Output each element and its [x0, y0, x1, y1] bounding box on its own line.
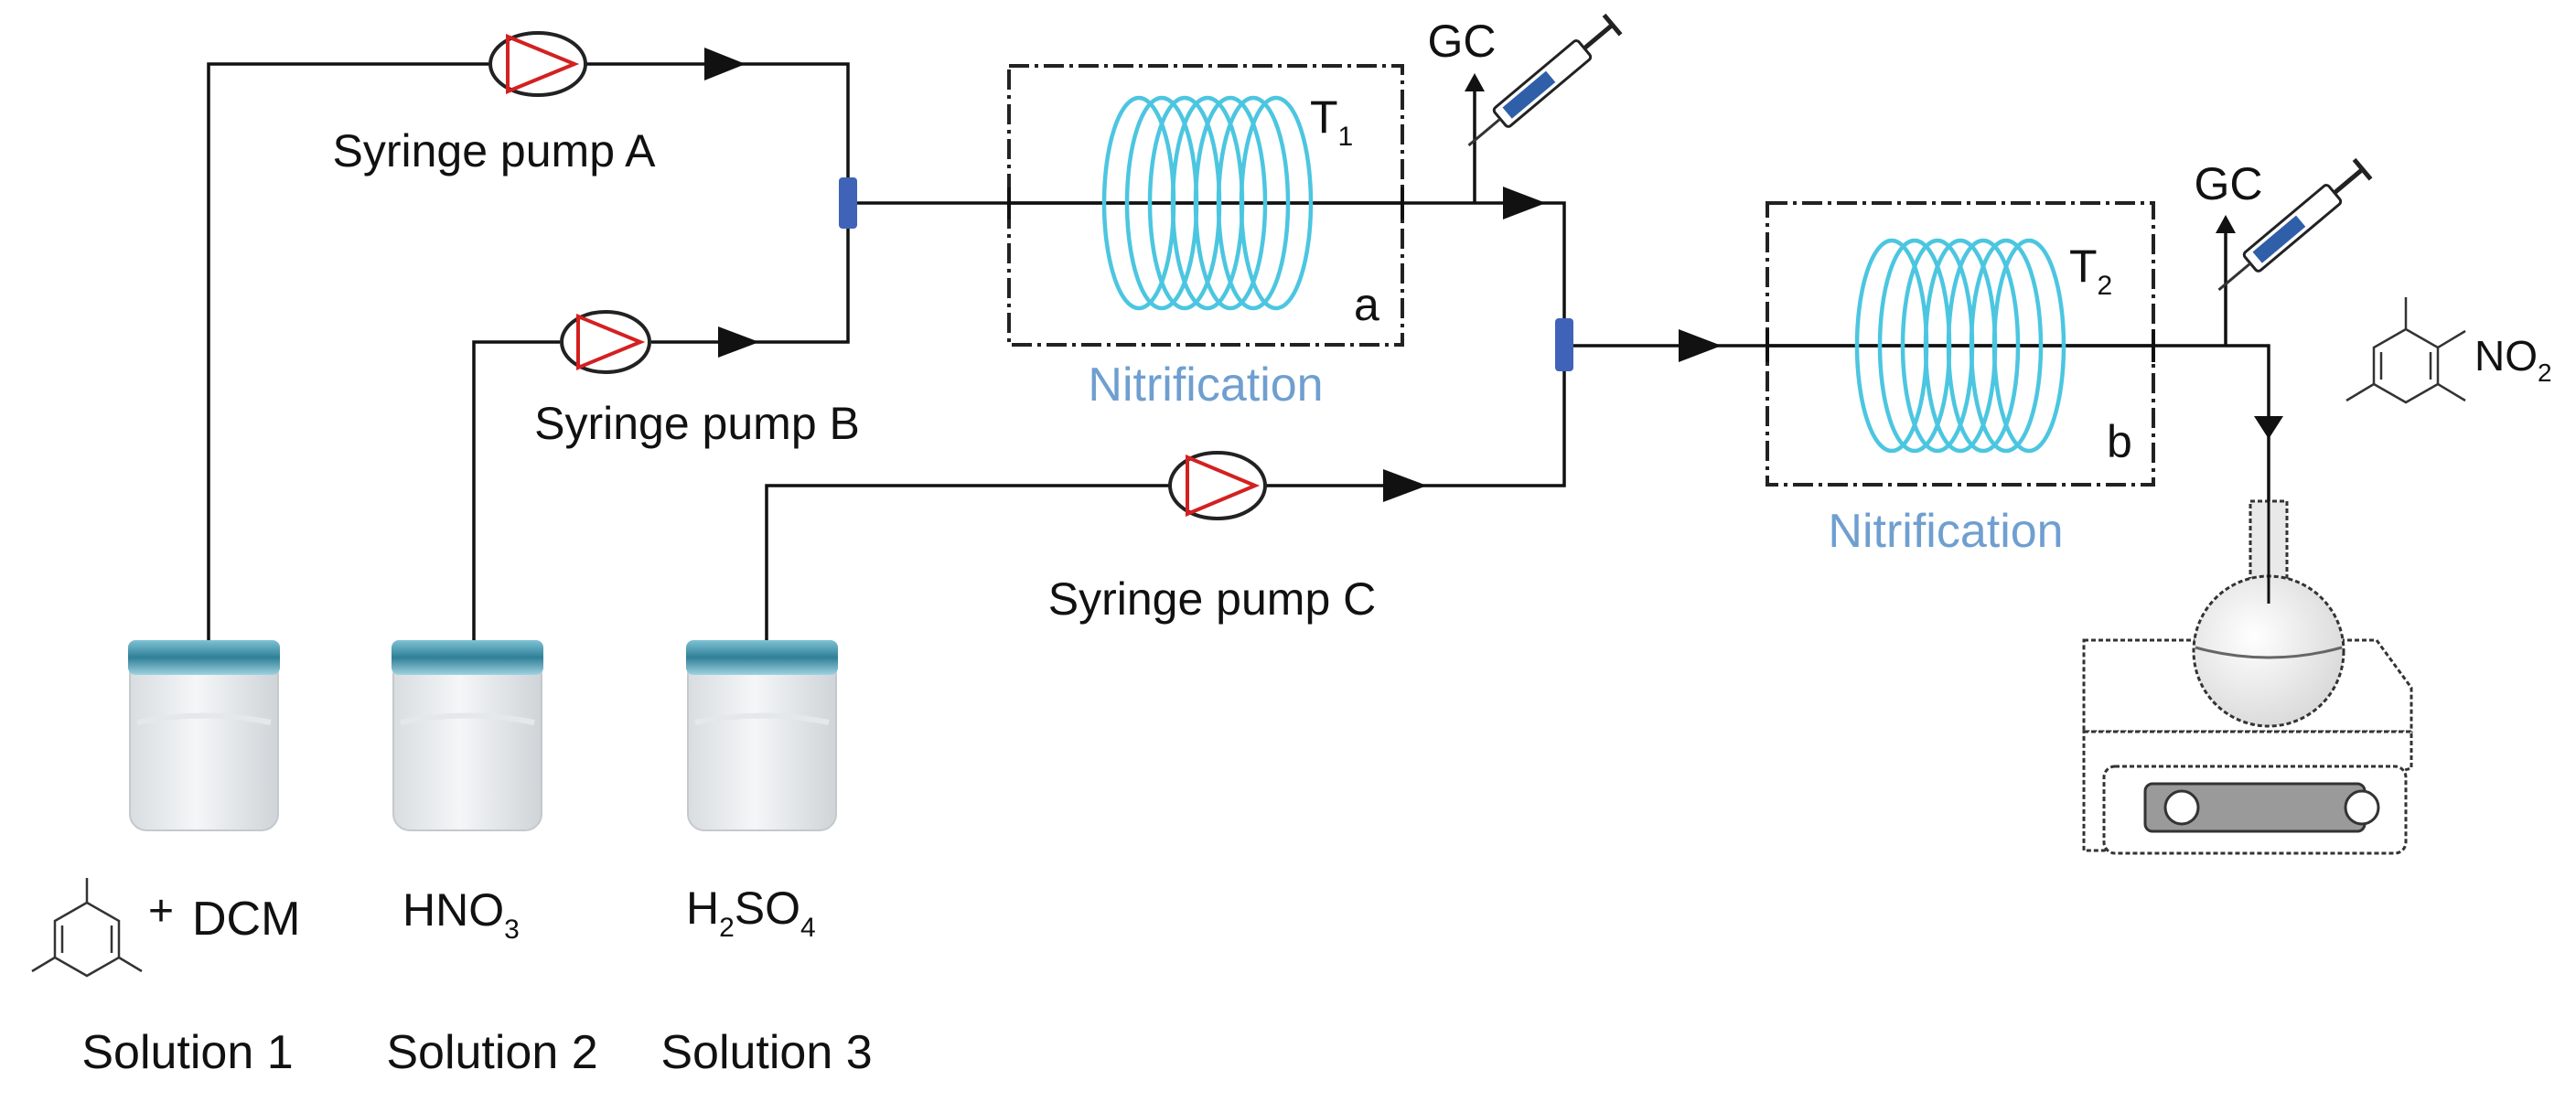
h2so4-label: H2SO4	[686, 883, 816, 943]
jar-solution-2	[392, 640, 543, 831]
arrow-mixer2-out	[1679, 329, 1722, 362]
solution-1-label: Solution 1	[81, 1026, 293, 1079]
nitromesitylene-structure	[2345, 297, 2466, 404]
pump-a-label: Syringe pump A	[333, 125, 657, 177]
temperature-t2-label: T2	[2069, 241, 2112, 301]
plus-sign: +	[148, 887, 174, 936]
gc-label-1: GC	[1428, 16, 1497, 67]
solution-3-label: Solution 3	[660, 1026, 872, 1079]
pump-b	[560, 310, 651, 374]
line-solution2-to-pump-b	[472, 340, 560, 645]
pump-b-label: Syringe pump B	[534, 398, 860, 449]
gc-label-2: GC	[2195, 158, 2263, 209]
nitrification-label-2: Nitrification	[1828, 505, 2063, 558]
pump-c-label: Syringe pump C	[1048, 573, 1377, 625]
pump-a	[488, 31, 587, 97]
flow-arrows	[704, 48, 2283, 502]
mesitylene-structure	[31, 878, 143, 978]
mixer-2	[1555, 318, 1573, 371]
arrow-gc1-up	[1465, 73, 1485, 91]
line-solution1-to-pump-a	[207, 62, 489, 645]
no2-label: NO2	[2474, 332, 2552, 387]
line-solution3-to-pump-c	[765, 484, 1169, 645]
hno3-label: HNO3	[402, 884, 520, 945]
line-pump-c-to-mixer2	[1266, 358, 1566, 487]
solution-2-label: Solution 2	[386, 1026, 597, 1079]
line-mixer2-to-reactor-b	[1564, 344, 2270, 599]
arrow-to-flask	[2254, 416, 2283, 439]
reactor-a-label: a	[1354, 279, 1379, 330]
pump-c	[1168, 451, 1267, 520]
reactor-b	[1766, 201, 2155, 487]
round-bottom-flask	[2192, 439, 2345, 728]
syringe-icon	[2217, 157, 2373, 292]
nitrification-label-1: Nitrification	[1088, 358, 1323, 412]
jar-solution-1	[128, 640, 280, 831]
line-pump-b-to-mixer1	[651, 215, 850, 344]
reactor-a	[1007, 64, 1404, 347]
syringe-icon	[1467, 13, 1623, 147]
arrow-gc2-up	[2216, 215, 2236, 233]
arrow-reactor-a-out	[1503, 187, 1546, 219]
reactor-b-label: b	[2107, 416, 2132, 467]
dcm-label: DCM	[192, 893, 300, 946]
jar-solution-3	[686, 640, 838, 831]
coil-b	[1854, 238, 2066, 454]
coil-a	[1101, 95, 1314, 311]
arrow-pump-b-out	[718, 326, 759, 358]
arrow-pump-c-out	[1383, 469, 1427, 502]
line-pump-a-to-mixer1	[585, 62, 850, 197]
mixer-1	[839, 177, 857, 229]
temperature-t1-label: T1	[1310, 91, 1353, 152]
arrow-pump-a-out	[704, 48, 746, 80]
